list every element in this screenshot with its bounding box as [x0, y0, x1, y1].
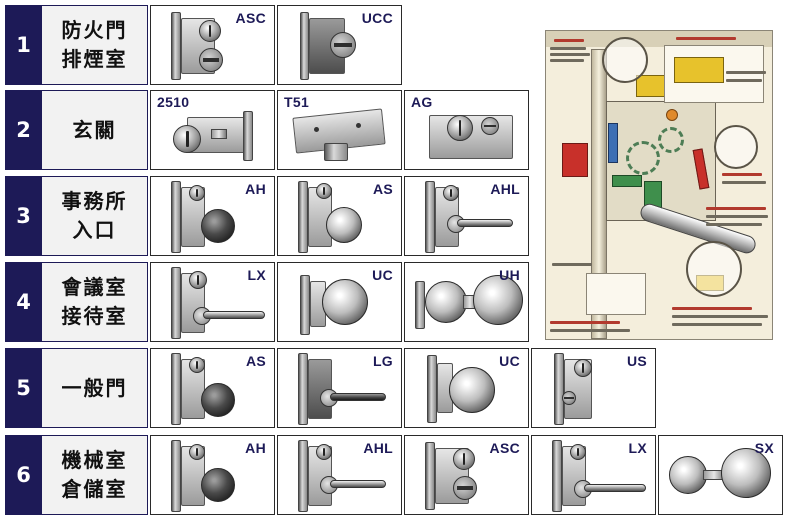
product-card[interactable]: AHL [277, 435, 402, 515]
mortise-lever-lock-image [165, 265, 265, 341]
rim-lock-image [165, 107, 265, 167]
rim-lock-cylinder-image [425, 105, 521, 167]
product-card[interactable]: US [531, 348, 656, 428]
label-line-1: 機械室 [61, 448, 128, 472]
row-label: 機械室 倉儲室 [42, 435, 148, 515]
mortise-lock-thumbturn-image [163, 10, 243, 82]
product-model: 2510 [157, 94, 190, 110]
product-card[interactable]: LX [531, 435, 656, 515]
mortise-lever-lock-image [292, 351, 392, 427]
product-model: UH [499, 267, 520, 283]
mortise-lock-thumbturn-image [290, 10, 370, 82]
tubular-knob-lock-image [409, 267, 527, 339]
product-card[interactable]: AG [404, 90, 529, 170]
mortise-lever-lock-image [292, 438, 392, 514]
row-label: 防火門 排煙室 [42, 5, 148, 85]
deadlock-image [292, 108, 390, 167]
row-number: 5 [5, 348, 42, 428]
product-model: T51 [284, 94, 310, 110]
product-card[interactable]: ASC [404, 435, 529, 515]
product-model: ASC [235, 10, 266, 26]
knob-lock-image [292, 265, 392, 341]
product-card[interactable]: LX [150, 262, 275, 342]
product-model: US [626, 353, 647, 369]
product-card[interactable]: ASC [150, 5, 275, 85]
label-line-2: 接待室 [61, 304, 128, 328]
product-model: AG [411, 94, 433, 110]
product-card[interactable]: UCC [277, 5, 402, 85]
row-4: 4 會議室 接待室 LX UC UH [5, 262, 530, 342]
product-model: UC [372, 267, 393, 283]
label-line-2: 排煙室 [61, 47, 128, 71]
row-number: 3 [5, 176, 42, 256]
product-model: AHL [363, 440, 393, 456]
label-line-1: 會議室 [61, 275, 128, 299]
product-model: LX [628, 440, 647, 456]
mortise-lever-lock-image [419, 179, 519, 255]
product-model: AH [245, 440, 266, 456]
product-model: LG [372, 353, 393, 369]
tubular-knob-lock-image [663, 442, 781, 512]
mortise-lever-lock-image [546, 438, 646, 514]
product-model: AS [245, 353, 266, 369]
row-2: 2 玄關 2510 T51 AG [5, 90, 530, 170]
product-model: AH [245, 181, 266, 197]
product-model: SX [754, 440, 774, 456]
product-card[interactable]: AS [277, 176, 402, 256]
row-number: 4 [5, 262, 42, 342]
product-model: LX [247, 267, 266, 283]
label-line-1: 玄關 [72, 117, 117, 142]
row-number: 1 [5, 5, 42, 85]
product-card[interactable]: T51 [277, 90, 402, 170]
lock-mechanism-diagram [545, 30, 773, 340]
row-1: 1 防火門 排煙室 ASC UCC [5, 5, 404, 85]
product-card[interactable]: LG [277, 348, 402, 428]
mortise-cylinder-lock-image [548, 351, 628, 427]
row-number: 2 [5, 90, 42, 170]
row-5: 5 一般門 AS LG UC [5, 348, 657, 428]
row-number: 6 [5, 435, 42, 515]
product-model: AHL [490, 181, 520, 197]
mortise-lock-thumbturn-image [417, 440, 497, 512]
product-card[interactable]: UH [404, 262, 529, 342]
row-label: 一般門 [42, 348, 148, 428]
product-model: ASC [489, 440, 520, 456]
row-label: 會議室 接待室 [42, 262, 148, 342]
mortise-knob-lock-image [165, 351, 255, 427]
knob-lock-image [419, 351, 519, 427]
product-card[interactable]: SX [658, 435, 783, 515]
mortise-knob-lock-image [165, 438, 255, 514]
product-card[interactable]: AH [150, 435, 275, 515]
product-card[interactable]: AH [150, 176, 275, 256]
product-model: AS [372, 181, 393, 197]
product-model: UCC [361, 10, 393, 26]
product-card[interactable]: UC [404, 348, 529, 428]
row-3: 3 事務所 入口 AH AS AHL [5, 176, 530, 256]
label-line-1: 一般門 [61, 375, 128, 400]
row-label: 事務所 入口 [42, 176, 148, 256]
product-model: UC [499, 353, 520, 369]
product-card[interactable]: AS [150, 348, 275, 428]
label-line-2: 倉儲室 [61, 477, 128, 501]
label-line-2: 入口 [72, 218, 117, 242]
product-card[interactable]: UC [277, 262, 402, 342]
label-line-1: 防火門 [61, 18, 128, 42]
mortise-knob-lock-image [165, 179, 255, 255]
mortise-knob-lock-image [292, 179, 382, 255]
product-card[interactable]: AHL [404, 176, 529, 256]
row-label: 玄關 [42, 90, 148, 170]
label-line-1: 事務所 [61, 189, 128, 213]
product-card[interactable]: 2510 [150, 90, 275, 170]
row-6: 6 機械室 倉儲室 AH AHL ASC [5, 435, 784, 515]
